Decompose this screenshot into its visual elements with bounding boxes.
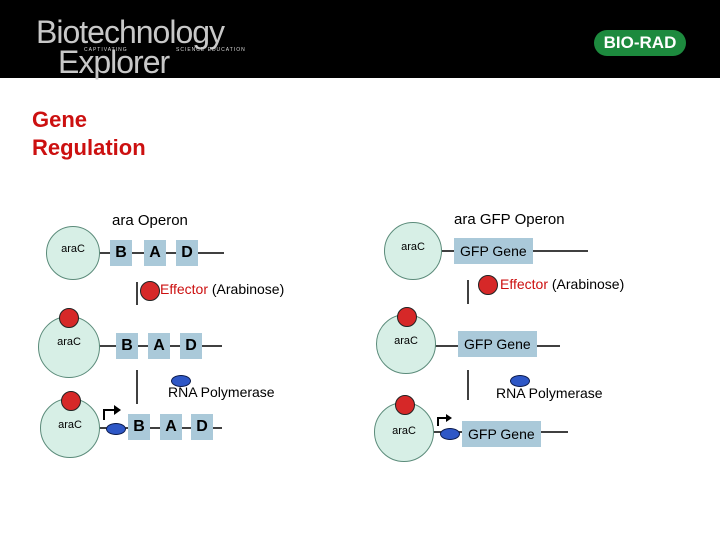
logo-text-secondary: Explorer xyxy=(58,44,170,80)
arac-cell-1: araC xyxy=(46,226,100,280)
effector-text: Effector xyxy=(160,281,208,297)
title-line-1: Gene xyxy=(32,107,88,132)
effector-note: (Arabinose) xyxy=(551,276,625,292)
title-line-2: Regulation xyxy=(32,135,146,160)
page-title: Gene Regulation xyxy=(32,106,146,162)
arac-label: araC xyxy=(57,336,81,348)
gfp-gene-2: GFP Gene xyxy=(458,331,537,357)
gene-a-2: A xyxy=(148,333,170,359)
effector-text: Effector xyxy=(500,276,548,292)
arac-cell-5: araC xyxy=(376,307,436,374)
gene-b-3: B xyxy=(128,414,150,440)
effector-bound-marker xyxy=(395,395,415,415)
gfp-gene-3: GFP Gene xyxy=(462,421,541,447)
logo-tagline-secondary: SCIENCE EDUCATION xyxy=(176,47,246,53)
effector-marker xyxy=(140,281,160,301)
effector-label: Effector (Arabinose) xyxy=(500,276,624,292)
rna-polymerase-bound xyxy=(106,423,126,435)
rna-polymerase-marker xyxy=(510,375,530,387)
arac-label: araC xyxy=(61,243,85,255)
gfp-gene-1: GFP Gene xyxy=(454,238,533,264)
arac-cell-6: araC xyxy=(374,395,434,462)
rna-polymerase-marker xyxy=(171,375,191,387)
ara-operon-heading: ara Operon xyxy=(112,212,188,229)
brand-logo: BIO-RAD xyxy=(594,30,686,56)
effector-bound-marker xyxy=(397,307,417,327)
logo-tagline: CAPTIVATING xyxy=(84,47,128,53)
gene-b-2: B xyxy=(116,333,138,359)
gene-a-3: A xyxy=(160,414,182,440)
arac-cell-2: araC xyxy=(38,308,100,378)
gene-a-1: A xyxy=(144,240,166,266)
arac-label: araC xyxy=(392,425,416,437)
rna-polymerase-label: RNA Polymerase xyxy=(168,384,275,400)
arac-cell-3: araC xyxy=(40,391,100,458)
rna-polymerase-label: RNA Polymerase xyxy=(496,385,603,401)
arac-cell-4: araC xyxy=(384,222,442,280)
arac-label: araC xyxy=(394,335,418,347)
arac-label: araC xyxy=(58,419,82,431)
gene-d-3: D xyxy=(191,414,213,440)
header-banner: Biotechnology Explorer CAPTIVATING SCIEN… xyxy=(0,0,720,80)
effector-bound-marker xyxy=(59,308,79,328)
gene-d-1: D xyxy=(176,240,198,266)
gene-b-1: B xyxy=(110,240,132,266)
arac-label: araC xyxy=(401,241,425,253)
logo-text: Biotechnology xyxy=(36,14,225,50)
gene-d-2: D xyxy=(180,333,202,359)
rna-polymerase-bound xyxy=(440,428,460,440)
effector-label: Effector (Arabinose) xyxy=(160,281,284,297)
effector-bound-marker xyxy=(61,391,81,411)
effector-marker xyxy=(478,275,498,295)
ara-gfp-operon-heading: ara GFP Operon xyxy=(454,211,565,228)
effector-note: (Arabinose) xyxy=(211,281,285,297)
